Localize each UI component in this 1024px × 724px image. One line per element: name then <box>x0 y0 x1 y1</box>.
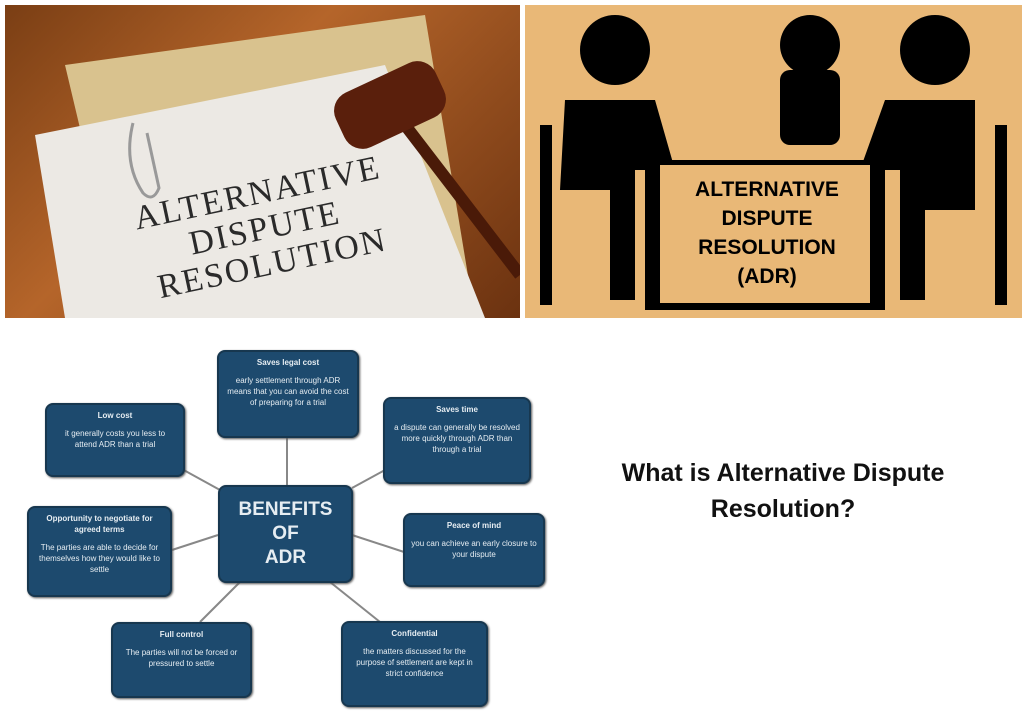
paper-gavel-illustration <box>35 15 520 318</box>
photo-adr-meeting: ALTERNATIVE DISPUTE RESOLUTION (ADR) <box>525 5 1022 318</box>
node-title: Confidential <box>391 629 438 638</box>
node-text: it generally costs you less to attend AD… <box>64 429 166 449</box>
table-sign: ALTERNATIVE DISPUTE RESOLUTION (ADR) <box>667 175 867 291</box>
node-title: Saves legal cost <box>256 358 320 367</box>
node-opportunity-negotiate: Opportunity to negotiate for agreed term… <box>27 506 172 597</box>
node-text: The parties will not be forced or pressu… <box>125 648 238 668</box>
node-title: Saves time <box>436 405 478 414</box>
node-title: Low cost <box>97 411 133 420</box>
center-line: BENEFITS <box>238 499 333 520</box>
node-text: early settlement through ADR means that … <box>227 376 349 407</box>
node-saves-time: Saves time a dispute can generally be res… <box>383 397 531 484</box>
node-text: you can achieve an early closure to your… <box>411 539 537 559</box>
sign-line: ALTERNATIVE <box>695 178 839 201</box>
photo-paper-gavel: ALTERNATIVE DISPUTE RESOLUTION <box>5 5 520 318</box>
meeting-figures-illustration <box>540 15 1007 310</box>
node-title: Opportunity to negotiate for agreed term… <box>46 514 153 534</box>
node-confidential: Confidential the matters discussed for th… <box>341 621 488 707</box>
sign-line: DISPUTE <box>721 207 813 230</box>
sign-line: (ADR) <box>737 265 797 288</box>
node-title: Peace of mind <box>446 521 502 530</box>
headline: What is Alternative Dispute Resolution? <box>621 459 945 523</box>
node-title: Full control <box>159 630 204 639</box>
node-benefits-center: BENEFITS OF ADR <box>218 485 353 583</box>
node-text: the matters discussed for the purpose of… <box>356 647 473 678</box>
node-low-cost: Low cost it generally costs you less to a… <box>45 403 185 477</box>
diagram-connectors <box>171 438 405 623</box>
node-text: a dispute can generally be resolved more… <box>394 423 520 454</box>
node-text: The parties are able to decide for thems… <box>39 543 160 574</box>
center-line: ADR <box>264 547 307 568</box>
sign-line: RESOLUTION <box>698 236 836 259</box>
center-line: OF <box>272 523 299 544</box>
node-peace-of-mind: Peace of mind you can achieve an early cl… <box>403 513 545 587</box>
node-saves-legal-cost: Saves legal cost early settlement through… <box>217 350 359 438</box>
